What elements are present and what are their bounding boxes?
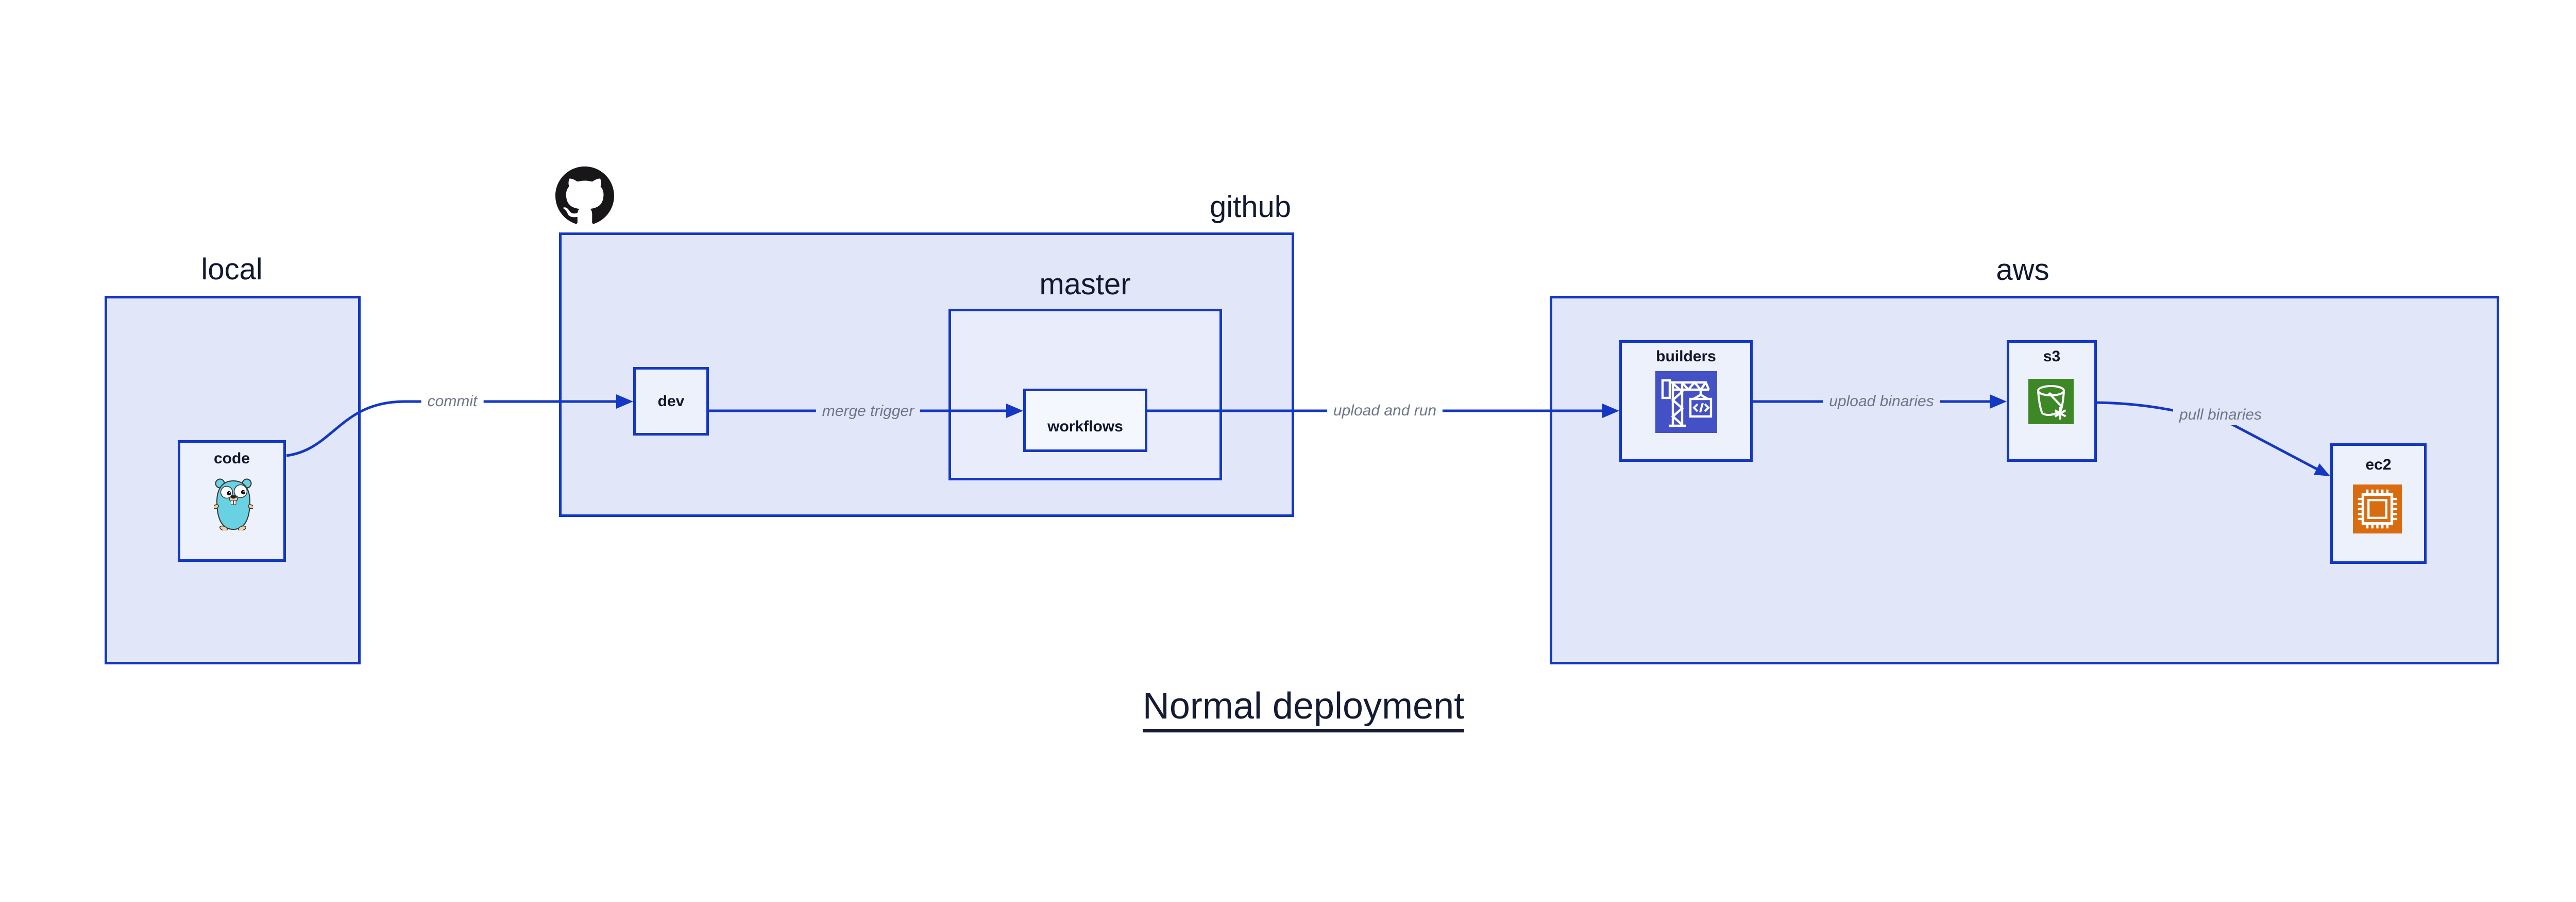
node-label-workflows: workflows bbox=[1047, 418, 1123, 435]
node-label-ec2: ec2 bbox=[2365, 456, 2392, 473]
node-label-code: code bbox=[213, 450, 250, 467]
aws-codebuild-crane-icon bbox=[1655, 371, 1717, 433]
edge-label-upload-binaries: upload binaries bbox=[1823, 391, 1940, 412]
aws-ec2-chip-icon bbox=[2353, 485, 2402, 533]
node-label-builders: builders bbox=[1656, 348, 1716, 365]
node-label-s3: s3 bbox=[2043, 348, 2061, 365]
edge-label-pull-binaries: pull binaries bbox=[2173, 405, 2268, 425]
edge-label-commit: commit bbox=[421, 391, 484, 412]
aws-s3-glacier-bucket-icon bbox=[2028, 379, 2074, 424]
edge-label-merge-trigger: merge trigger bbox=[816, 401, 921, 422]
github-octocat-icon bbox=[555, 166, 614, 224]
node-builders bbox=[1619, 340, 1753, 462]
group-label-aws: aws bbox=[1996, 253, 2049, 287]
diagram-title-text: Normal deployment bbox=[1142, 686, 1465, 732]
go-gopher-icon bbox=[214, 478, 253, 530]
edge-label-upload-and-run: upload and run bbox=[1327, 400, 1443, 421]
group-label-master: master bbox=[1039, 268, 1131, 301]
node-workflows bbox=[1023, 389, 1147, 452]
diagram-title: Normal deployment bbox=[1046, 686, 1561, 732]
group-label-local: local bbox=[201, 253, 263, 286]
group-label-github: github bbox=[1209, 190, 1291, 224]
node-dev bbox=[633, 367, 709, 436]
node-label-dev: dev bbox=[657, 393, 685, 410]
